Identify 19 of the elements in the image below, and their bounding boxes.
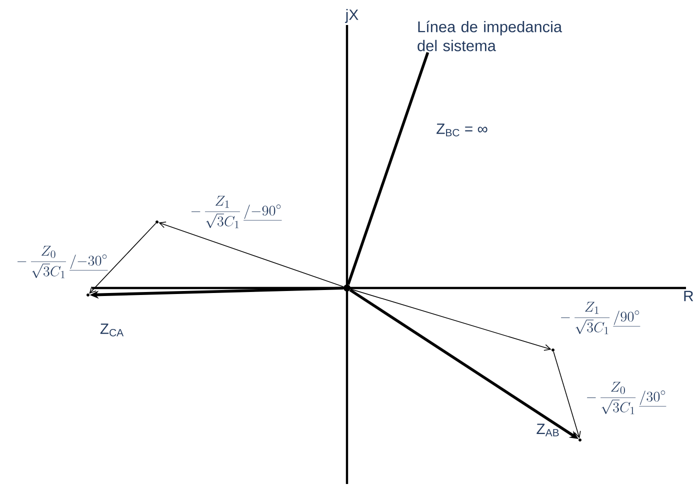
vector-tip <box>578 438 582 442</box>
line-label: Línea de impedancia del sistema <box>418 20 562 52</box>
vector-arrow <box>89 222 156 294</box>
axis-label: jX <box>345 9 358 23</box>
axis-label: R <box>684 290 694 302</box>
vector-arrow <box>158 222 344 288</box>
vector-tip <box>344 284 350 292</box>
vector-label: Z$_{CA}$ <box>100 324 124 336</box>
phasor-label: $-\,\frac{Z_1}{\sqrt{3}C_1}\,\underline{/{-90^\circ}}$ <box>191 196 282 228</box>
vector-tip <box>552 348 554 352</box>
vector-tip <box>86 294 90 296</box>
vector-arrow <box>350 288 552 351</box>
phasor-label: $-\,\frac{Z_1}{\sqrt{3}C_1}\,\underline{/90^\circ}$ <box>561 302 640 334</box>
impedance-label: Z$_{BC}$ = ∞ <box>436 124 488 136</box>
vector-label: Z$_{AB}$ <box>536 424 559 436</box>
vector-arrow <box>553 351 581 438</box>
phasor-label: $-\,\frac{Z_0}{\sqrt{3}C_1}\,\underline{/{-30^\circ}}$ <box>17 246 108 278</box>
phasor-label: $-\,\frac{Z_0}{\sqrt{3}C_1}\,\underline{/30^\circ}$ <box>587 382 666 414</box>
vector-tip <box>156 220 158 224</box>
